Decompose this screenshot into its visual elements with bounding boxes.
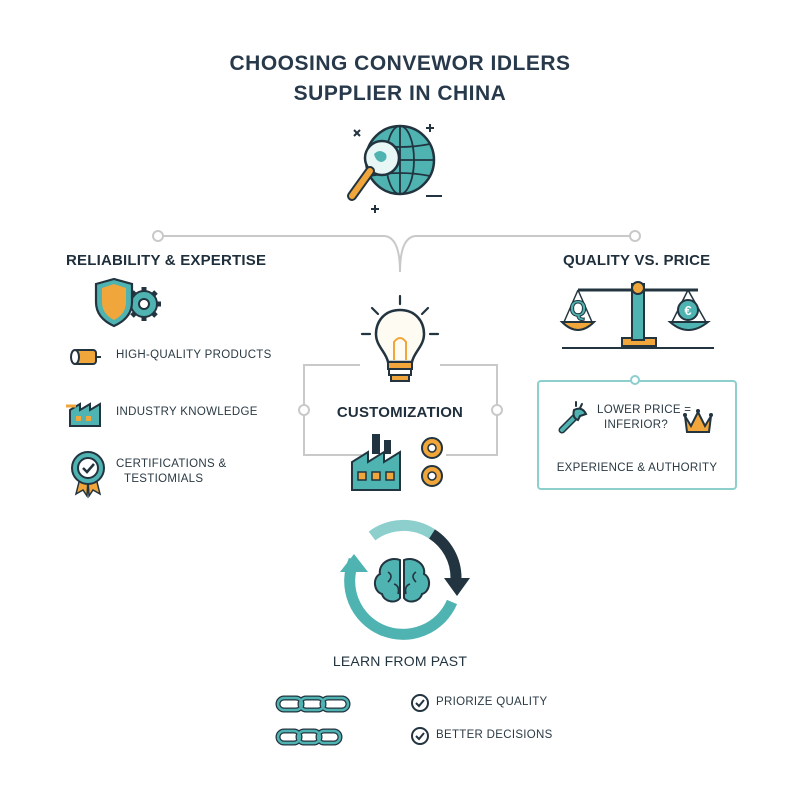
list-item: PRIORIZE QUALITY: [275, 692, 576, 716]
customization-label: CUSTOMIZATION: [336, 404, 464, 421]
globe-magnifier-icon: [347, 124, 442, 213]
wrench-icon: [558, 401, 588, 434]
right-header: QUALITY VS. PRICE: [563, 252, 711, 269]
certificate-badge-icon: [71, 451, 105, 499]
chain-icon: [275, 728, 343, 746]
scale-icon: Q €: [559, 281, 714, 349]
item-label-industry-knowledge: INDUSTRY KNOWLEDGE: [116, 406, 258, 418]
check-label-decisions: BETTER DECISIONS: [436, 729, 553, 741]
checkmark-icon: [411, 694, 429, 712]
card-connector-dot: [630, 375, 640, 385]
svg-text:Q: Q: [569, 296, 586, 321]
shield-gear-icon: [94, 277, 161, 328]
factory-icon: [66, 402, 101, 427]
card-text-line-1: LOWER PRICE =: [597, 404, 692, 416]
card-footer: EXPERIENCE & AUTHORITY: [556, 462, 718, 474]
roller-icon: [70, 349, 101, 365]
item-label-testimonials: TESTI⁠OMIALS: [124, 473, 204, 485]
chain-icon: [275, 695, 351, 713]
title-line-2: SUPPLIER IN CHINA: [293, 82, 507, 105]
quality-price-card: [537, 380, 737, 490]
factory-gears-icon: [351, 434, 443, 491]
card-text-line-2: INFERIOR?: [604, 419, 669, 431]
checkmark-icon: [411, 727, 429, 745]
check-label-quality: PRIORIZE QUALITY: [436, 696, 548, 708]
left-header: RELIABILITY & EXPERTISE: [66, 252, 267, 269]
learn-label: LEARN FROM PAST: [332, 653, 468, 669]
brain-cycle-icon: [340, 519, 470, 640]
item-label-certifications: CERTIFICATIONS &: [116, 458, 227, 470]
list-item: BETTER DECISIONS: [275, 725, 576, 749]
crown-icon: [683, 409, 713, 433]
title-line-1: CHOOSING CONVEWOR IDLERS: [229, 52, 571, 75]
item-label-high-quality: HIGH-QUALITY PRODUCTS: [116, 349, 272, 361]
svg-text:€: €: [684, 303, 691, 318]
lightbulb-icon: [360, 294, 440, 382]
